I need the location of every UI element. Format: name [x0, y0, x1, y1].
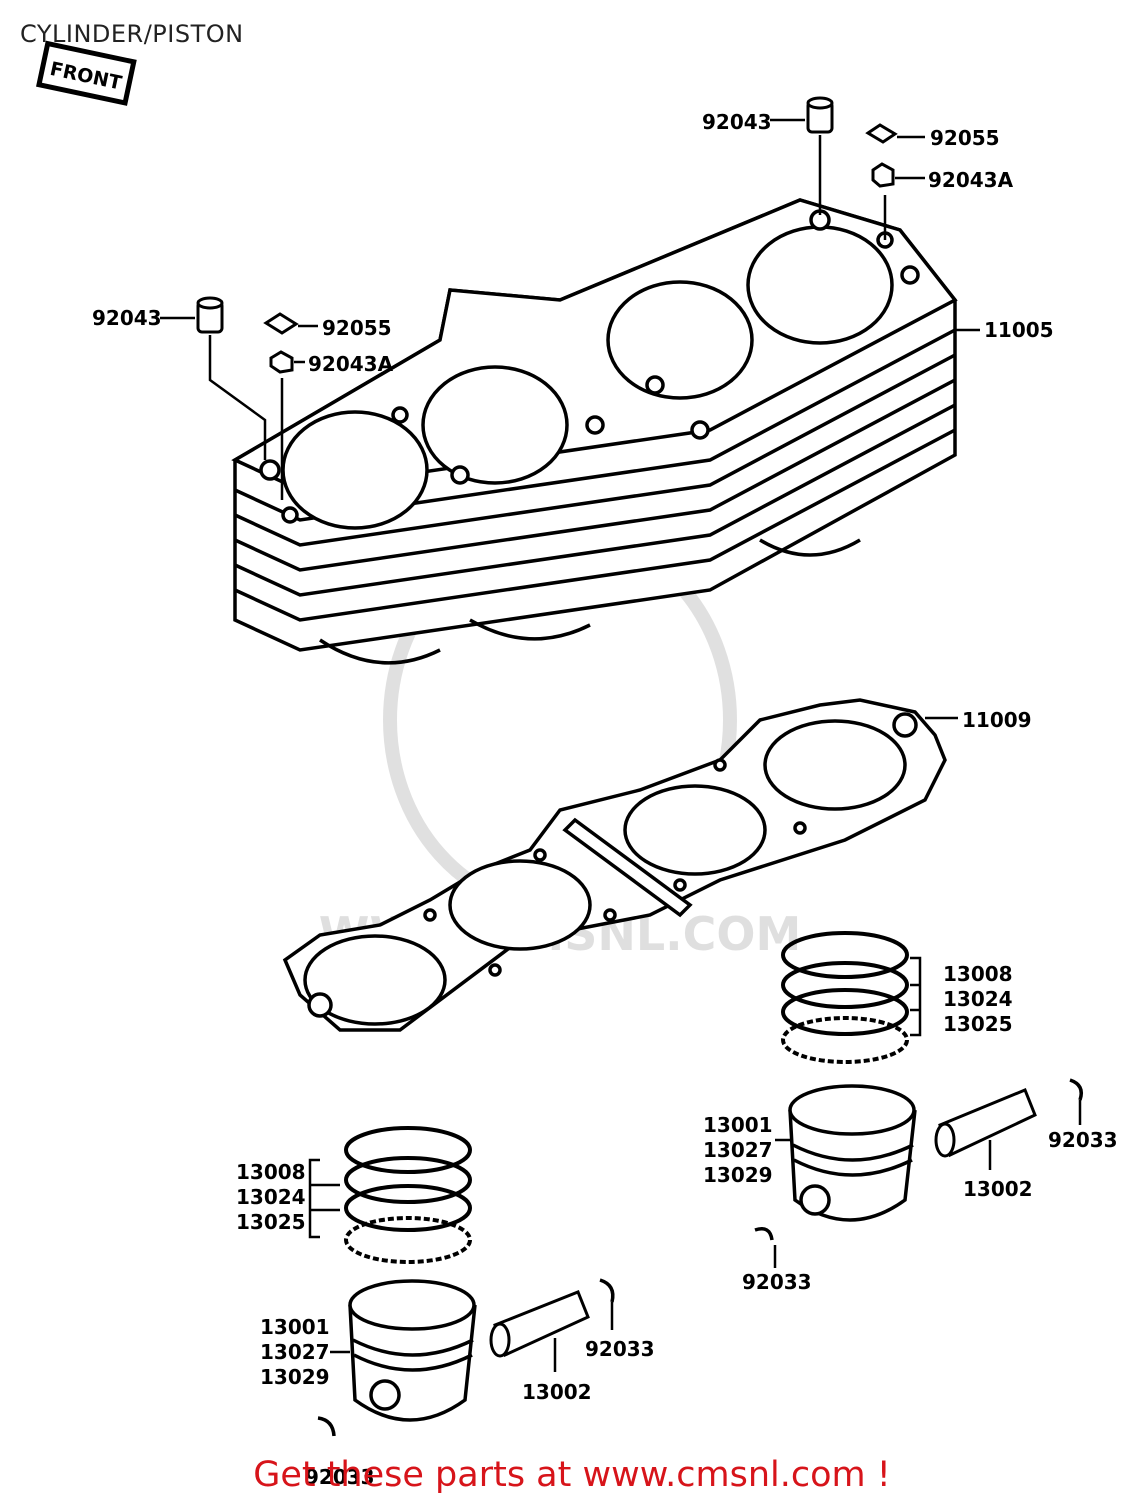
piston-pin-right	[934, 1088, 1037, 1158]
part-label-13024-right: 13024	[943, 987, 1013, 1011]
part-label-92033-left-upper: 92033	[585, 1337, 655, 1361]
part-label-group-piston-left: 13001 13027 13029	[260, 1315, 330, 1390]
part-label-group-piston-right: 13001 13027 13029	[703, 1113, 773, 1188]
dowel-pin-left	[196, 296, 224, 334]
circlip-left-lower	[317, 1416, 336, 1437]
piston-rings-right	[781, 931, 909, 1064]
part-label-13027-right: 13027	[703, 1138, 773, 1162]
part-label-13008-left: 13008	[236, 1160, 306, 1184]
piston-right	[788, 1084, 917, 1222]
part-label-13029-right: 13029	[703, 1163, 773, 1187]
piston-pin-left	[489, 1290, 590, 1358]
part-label-92033-right-lower: 92033	[742, 1270, 812, 1294]
part-label-92043A-left: 92043A	[308, 352, 394, 376]
part-label-92043A-top: 92043A	[928, 168, 1014, 192]
part-label-group-rings-left: 13008 13024 13025	[236, 1160, 306, 1235]
piston-left	[348, 1279, 477, 1422]
part-label-13029-left: 13029	[260, 1365, 330, 1389]
part-label-13001-left: 13001	[260, 1315, 330, 1339]
part-label-92043-top: 92043	[702, 110, 772, 134]
part-label-11009: 11009	[962, 708, 1032, 732]
part-label-13001-right: 13001	[703, 1113, 773, 1137]
cylinder-block	[231, 198, 958, 665]
part-label-13025-right: 13025	[943, 1012, 1013, 1036]
part-label-92055-left: 92055	[322, 316, 392, 340]
head-gasket	[282, 698, 947, 1032]
part-label-92033-right-upper: 92033	[1048, 1128, 1118, 1152]
dowel-pin-top	[806, 96, 834, 134]
part-label-13008-right: 13008	[943, 962, 1013, 986]
circlip-right-lower	[754, 1227, 774, 1241]
circlip-left-upper	[599, 1278, 615, 1303]
part-label-92033-left-lower: 92033	[305, 1465, 375, 1489]
part-label-11005: 11005	[984, 318, 1054, 342]
part-label-92055-top: 92055	[930, 126, 1000, 150]
part-label-13027-left: 13027	[260, 1340, 330, 1364]
washer-top	[865, 123, 898, 188]
part-label-13024-left: 13024	[236, 1185, 306, 1209]
part-label-13002-left: 13002	[522, 1380, 592, 1404]
piston-rings-left	[344, 1126, 472, 1264]
part-label-13002-right: 13002	[963, 1177, 1033, 1201]
front-badge: FRONT	[36, 40, 137, 106]
part-label-group-rings-right: 13008 13024 13025	[943, 962, 1013, 1037]
circlip-right-upper	[1069, 1078, 1083, 1101]
footer-link-text[interactable]: Get these parts at www.cmsnl.com !	[253, 1455, 891, 1495]
washer-left	[263, 312, 299, 374]
part-label-92043-left: 92043	[92, 306, 162, 330]
part-label-13025-left: 13025	[236, 1210, 306, 1234]
